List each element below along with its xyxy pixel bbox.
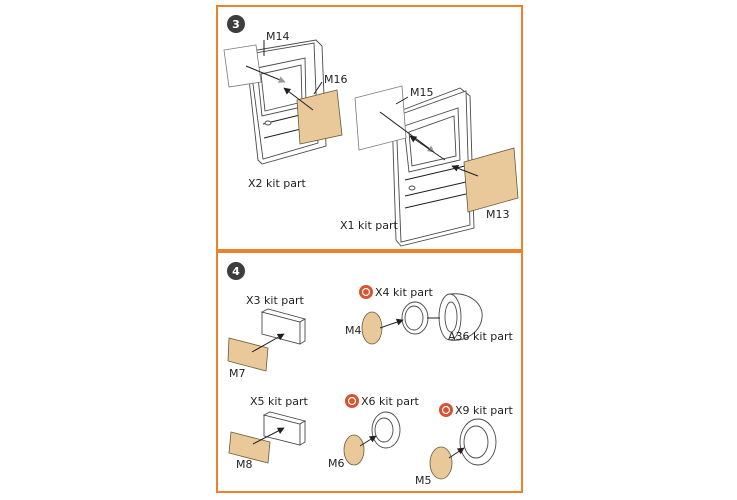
label-m6: M6 xyxy=(328,457,345,470)
m13-tan-part xyxy=(463,147,519,213)
label-m5: M5 xyxy=(415,474,432,487)
a36-dome-part xyxy=(438,293,483,341)
m16-leader xyxy=(313,81,323,95)
label-a36-kit-part: A36 kit part xyxy=(448,330,514,343)
glue-warning-icon-x6 xyxy=(345,394,359,408)
label-x2-kit-part: X2 kit part xyxy=(248,177,307,190)
m15-arrow xyxy=(409,135,446,161)
m14-arrow xyxy=(245,65,286,83)
label-x1-kit-part: X1 kit part xyxy=(340,219,399,232)
step-4-number: 4 xyxy=(232,265,240,278)
m13-arrow xyxy=(451,164,479,177)
m15-leader xyxy=(395,96,409,105)
label-m16: M16 xyxy=(324,73,348,86)
label-x4-kit-part: X4 kit part xyxy=(375,286,434,299)
label-m14: M14 xyxy=(266,30,290,43)
m8-tan-part xyxy=(228,431,271,464)
label-x6-kit-part: X6 kit part xyxy=(361,395,420,408)
label-x5-kit-part: X5 kit part xyxy=(250,395,309,408)
label-m8: M8 xyxy=(236,458,253,471)
x9-ring-part xyxy=(459,418,497,466)
label-m15: M15 xyxy=(410,86,434,99)
m16-arrow xyxy=(283,87,314,111)
m6-tan-part xyxy=(343,434,365,466)
x3-block-part xyxy=(260,308,307,345)
m5-arrow xyxy=(448,447,465,459)
glue-warning-icon-x9 xyxy=(439,403,453,417)
m14-decal xyxy=(223,44,262,88)
label-x9-kit-part: X9 kit part xyxy=(455,404,514,417)
step-3-number: 3 xyxy=(232,18,240,31)
step-3-badge: 3 xyxy=(227,15,245,33)
m6-arrow xyxy=(359,435,377,447)
m7-arrow xyxy=(251,333,285,353)
x6-ring-part xyxy=(371,411,401,449)
m16-tan-part xyxy=(296,89,343,145)
x4-ring-part xyxy=(401,301,429,335)
m7-tan-part xyxy=(227,337,269,372)
label-m7: M7 xyxy=(229,367,246,380)
label-m4: M4 xyxy=(345,324,362,337)
label-x3-kit-part: X3 kit part xyxy=(246,294,305,307)
m15-grey-arrow xyxy=(379,111,435,153)
m8-arrow xyxy=(252,427,285,445)
m5-tan-part xyxy=(429,446,453,480)
m4-tan-part xyxy=(361,311,383,345)
m15-decal xyxy=(354,85,407,151)
label-m13: M13 xyxy=(486,208,510,221)
glue-warning-icon-x4 xyxy=(359,285,373,299)
x1-door-part xyxy=(391,87,475,247)
step-4-badge: 4 xyxy=(227,262,245,280)
m4-arrow xyxy=(379,318,404,329)
